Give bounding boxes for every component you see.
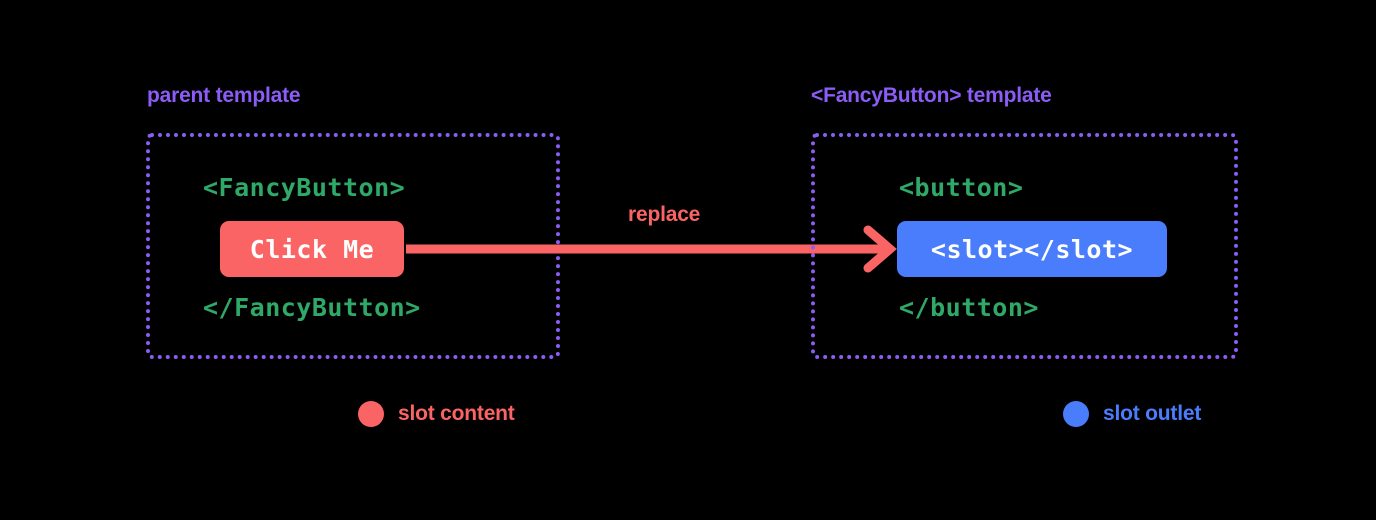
arrow-head-icon: [863, 225, 897, 273]
legend-item-slot-outlet: slot outlet: [1063, 401, 1201, 427]
fancybutton-template-box: [811, 133, 1238, 359]
parent-close-tag: </FancyButton>: [203, 293, 421, 322]
replace-arrow: [406, 225, 897, 273]
slot-content-chip[interactable]: Click Me: [220, 221, 404, 277]
slot-outlet-chip[interactable]: <slot></slot>: [897, 221, 1167, 277]
parent-open-tag: <FancyButton>: [203, 173, 406, 202]
legend-dot-icon-slot-content: [358, 401, 384, 427]
button-close-tag: </button>: [899, 293, 1039, 322]
parent-template-caption: parent template: [147, 84, 301, 107]
replace-arrow-label: replace: [628, 203, 701, 226]
legend-label-slot-content: slot content: [398, 402, 515, 425]
fancybutton-template-caption: <FancyButton> template: [811, 84, 1052, 107]
button-open-tag: <button>: [899, 173, 1024, 202]
legend-dot-icon-slot-outlet: [1063, 401, 1089, 427]
legend-label-slot-outlet: slot outlet: [1103, 402, 1202, 425]
legend-item-slot-content: slot content: [358, 401, 515, 427]
